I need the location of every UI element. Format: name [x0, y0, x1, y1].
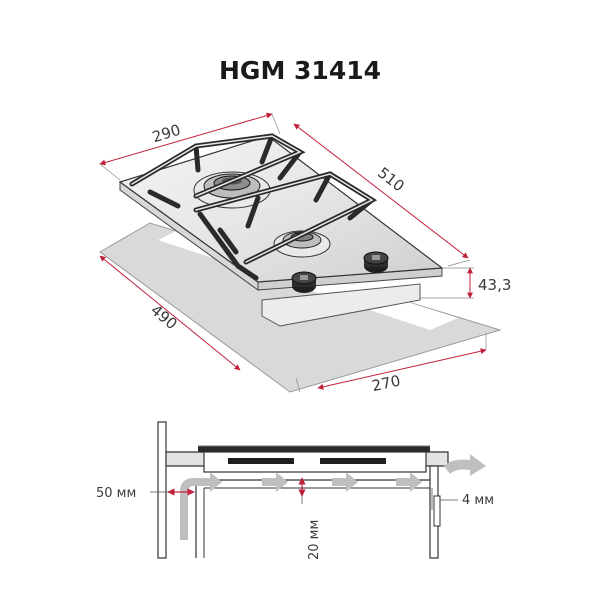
airflow-arrows — [180, 454, 486, 540]
rear-gap-label: 4 мм — [462, 493, 494, 508]
vent-gap-label: 20 мм — [307, 520, 322, 560]
control-knob-icon — [291, 271, 317, 293]
dim-cutout-width-label: 270 — [370, 372, 402, 396]
section-leader-lines — [150, 491, 458, 504]
control-knob-icon — [363, 251, 389, 273]
page-title: HGM 31414 — [219, 56, 381, 85]
dimension-lines — [99, 112, 487, 393]
dim-depth-label: 510 — [374, 164, 408, 196]
dim-height-label: 43,3 — [478, 276, 511, 294]
installation-section — [157, 421, 449, 559]
side-gap-label: 50 мм — [96, 486, 136, 501]
dim-width-label: 290 — [150, 121, 183, 147]
section-dimension-lines — [167, 477, 433, 510]
